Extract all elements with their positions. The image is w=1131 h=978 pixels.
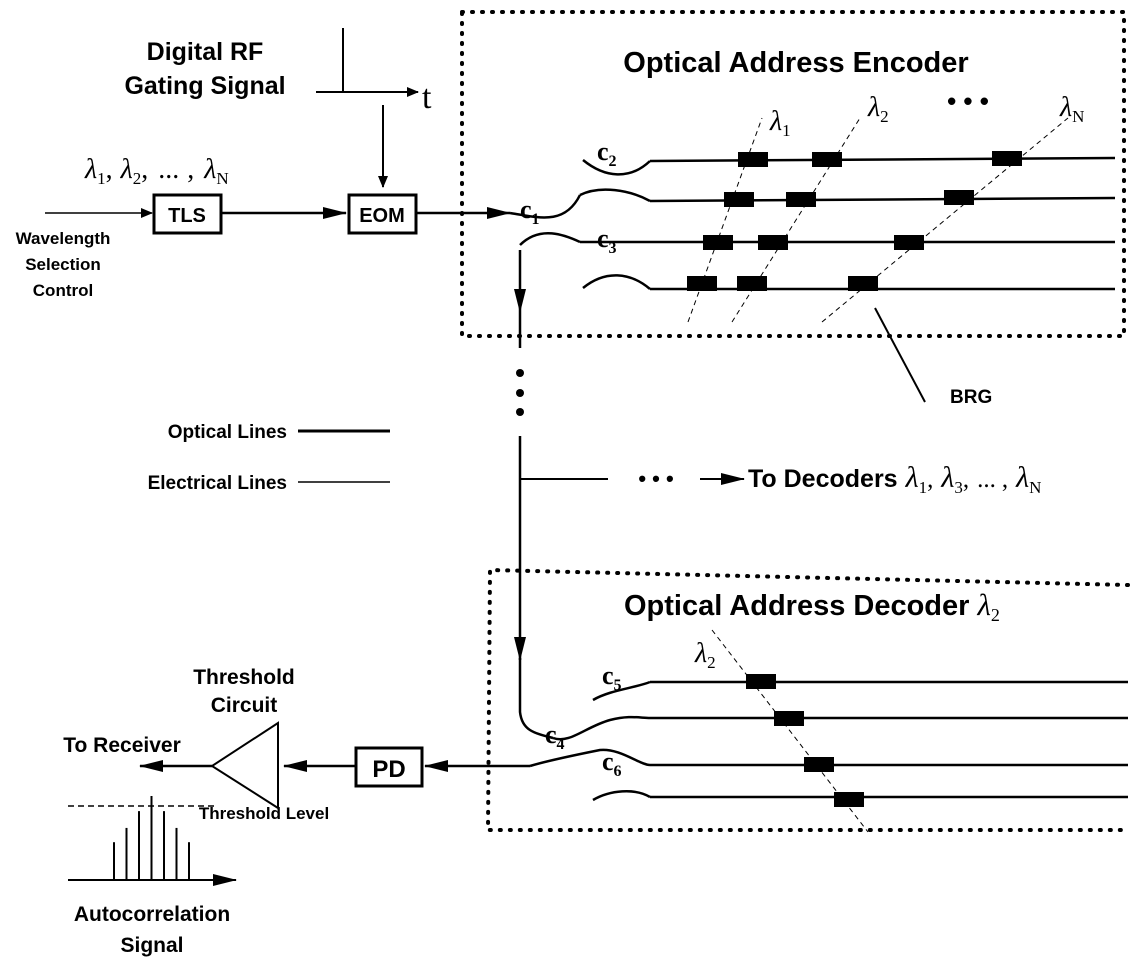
svg-text:Selection: Selection [25, 255, 101, 274]
svg-text:Threshold: Threshold [193, 666, 295, 689]
rf-time-axis-label: t [422, 79, 432, 116]
coupler-c1-lower-arc [519, 231, 581, 246]
decoder-couplers [529, 680, 651, 802]
svg-text:Signal: Signal [120, 934, 183, 957]
decoder-boundary [485, 567, 1130, 832]
encoder-lambda-1: λ1 [769, 106, 791, 140]
grating-e1-l2 [812, 152, 842, 167]
coupler-c2-lower-arc [579, 188, 651, 203]
rf-label-line2: Gating Signal [124, 72, 285, 100]
eom-box: EOM [347, 193, 418, 235]
coupler-c3-arc [582, 274, 651, 290]
svg-text:Circuit: Circuit [211, 694, 278, 717]
threshold-level-label: Threshold Level [199, 804, 329, 823]
encoder-fiber-2 [649, 196, 1116, 203]
coupler-c1-label: c1 [520, 195, 540, 228]
encoder-wavelength-labels: λ1 λ2 • • • λN [769, 86, 1084, 140]
grating-e4-l2 [737, 276, 767, 291]
grating-e3-l1 [703, 235, 733, 250]
autocorrelation-peaks [113, 796, 190, 880]
guide-lambda-1 [687, 117, 763, 323]
grating-e3-l2 [758, 235, 788, 250]
grating-e4-l1 [687, 276, 717, 291]
pd-box: PD [354, 746, 424, 788]
legend: Optical Lines Electrical Lines [148, 422, 390, 494]
decoder-lambda-2: λ2 [694, 638, 716, 672]
grating-e2-lN [944, 190, 974, 205]
coupler-c4-upper-arc [552, 715, 651, 741]
grating-e2-l1 [724, 192, 754, 207]
coupler-c4-label: c4 [545, 720, 565, 753]
encoder-boundary [460, 10, 1126, 338]
autocorrelation-plot [68, 796, 237, 886]
grating-d1 [746, 674, 776, 689]
coupler-c2-label: c2 [597, 137, 617, 170]
grating-e2-l2 [786, 192, 816, 207]
grating-e1-lN [992, 151, 1022, 166]
encoder-bragg-gratings [687, 151, 1022, 291]
encoder-fiber-lines [580, 156, 1116, 291]
encoder-ellipsis: • • • [947, 86, 989, 116]
coupler-c6-lower-arc [592, 790, 651, 802]
threshold-circuit-label: Threshold Circuit [193, 666, 295, 717]
trunk-continuation-dots [516, 369, 524, 416]
grating-e4-lN [848, 276, 878, 291]
coupler-c2-arc [582, 159, 651, 176]
decoder-grating-guide [711, 629, 869, 833]
encoder-fiber-1 [649, 156, 1116, 163]
source-wavelength-set: λ1,λ2,...,λN [84, 154, 229, 188]
brg-label: BRG [950, 387, 992, 408]
coupler-c1-input-arc [509, 194, 582, 219]
wavelength-selection-label: Wavelength Selection Control [16, 229, 111, 300]
legend-optical-label: Optical Lines [168, 422, 287, 443]
rf-gating-label: Digital RF Gating Signal [124, 38, 285, 100]
trunk-to-decoder [518, 658, 554, 740]
svg-text:TLS: TLS [168, 205, 206, 227]
rf-signal-axes: t [316, 28, 432, 188]
tls-box: TLS [152, 193, 223, 235]
coupler-c3-label: c3 [597, 224, 617, 257]
encoder-coupler-labels: c1 c2 c3 [520, 137, 617, 257]
brg-leader-line [874, 307, 926, 403]
decoder-coupler-labels: c5 c4 c6 [545, 661, 622, 780]
coupler-c6-label: c6 [602, 747, 622, 780]
legend-electrical-label: Electrical Lines [148, 473, 287, 494]
to-receiver-label: To Receiver [63, 734, 181, 757]
svg-text:Control: Control [33, 281, 93, 300]
guide-lambda-N [821, 117, 1069, 323]
grating-e1-l1 [738, 152, 768, 167]
grating-d3 [804, 757, 834, 772]
decoder-fiber-lines [650, 680, 1128, 799]
grating-d4 [834, 792, 864, 807]
encoder-lambda-N: λN [1059, 92, 1084, 126]
grating-d2 [774, 711, 804, 726]
svg-text:Autocorrelation: Autocorrelation [74, 903, 230, 926]
coupler-c4-lower-arc [529, 748, 651, 768]
svg-text:PD: PD [372, 756, 405, 783]
svg-text:EOM: EOM [359, 205, 405, 227]
encoder-lambda-2: λ2 [867, 92, 889, 126]
autocorrelation-label: Autocorrelation Signal [74, 903, 230, 957]
coupler-c5-arc [592, 680, 651, 702]
rf-label-line1: Digital RF [147, 38, 264, 66]
coupler-c5-label: c5 [602, 661, 622, 694]
encoder-grating-guides [687, 117, 1069, 323]
svg-text:Wavelength: Wavelength [16, 229, 111, 248]
grating-e3-lN [894, 235, 924, 250]
encoder-couplers [509, 159, 651, 290]
branch-ellipsis: • • • [638, 466, 673, 491]
threshold-amplifier-triangle [210, 721, 279, 810]
encoder-title: Optical Address Encoder [623, 47, 968, 79]
decoder-bragg-gratings [746, 674, 864, 807]
